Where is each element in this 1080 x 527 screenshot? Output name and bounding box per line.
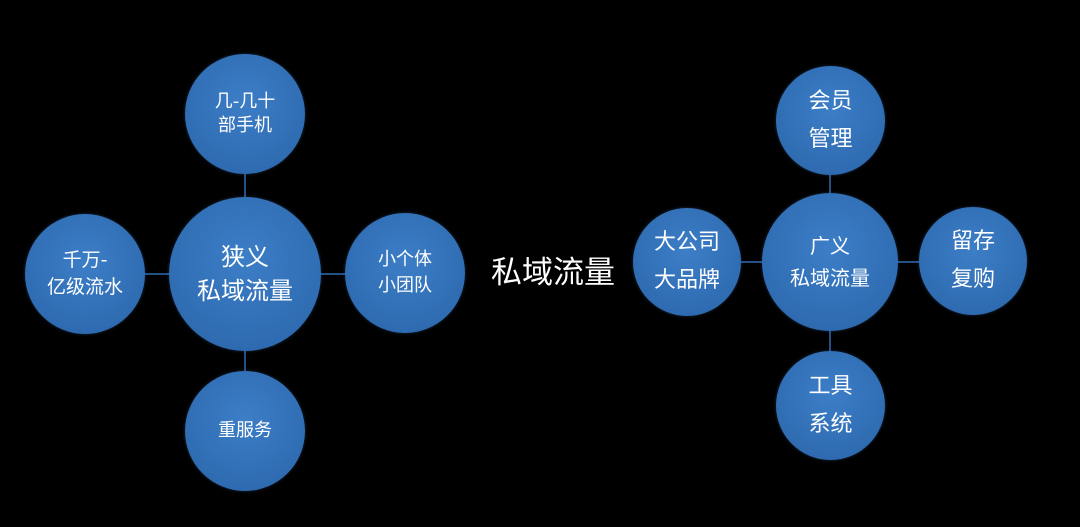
retention-repurchase-node: 留存 复购	[919, 207, 1027, 315]
node-line: 复购	[950, 267, 995, 292]
node-line: 会员	[808, 88, 853, 114]
node-line: 小个体	[378, 249, 432, 270]
tool-system-node: 工具 系统	[776, 351, 885, 460]
node-line: 千万-	[62, 249, 108, 271]
large-brand-node: 大公司 大品牌	[633, 208, 741, 316]
node-line: 部手机	[218, 115, 272, 136]
node-line: 私域流量	[197, 277, 293, 305]
node-line: 大品牌	[653, 268, 720, 293]
revenue-scale-node: 千万- 亿级流水	[25, 214, 145, 334]
device-count-node: 几-几十 部手机	[185, 54, 305, 174]
node-line: 工具	[808, 373, 853, 399]
small-team-node: 小个体 小团队	[345, 213, 465, 333]
broad-private-traffic-node: 广义 私域流量	[762, 193, 898, 331]
node-line: 重服务	[218, 420, 272, 441]
node-line: 狭义	[221, 243, 269, 271]
node-line: 广义	[810, 234, 850, 258]
node-line: 几-几十	[214, 91, 276, 112]
node-line: 小团队	[378, 275, 432, 296]
node-line: 私域流量	[790, 266, 870, 290]
diagram-title: 私域流量	[491, 255, 615, 291]
member-management-node: 会员 管理	[776, 66, 885, 175]
node-line: 管理	[808, 126, 853, 152]
narrow-private-traffic-node: 狭义 私域流量	[169, 197, 321, 351]
heavy-service-node: 重服务	[185, 371, 305, 491]
node-line: 大公司	[653, 230, 720, 255]
node-line: 亿级流水	[46, 276, 123, 298]
node-line: 留存	[950, 229, 995, 254]
node-line: 系统	[808, 411, 853, 437]
